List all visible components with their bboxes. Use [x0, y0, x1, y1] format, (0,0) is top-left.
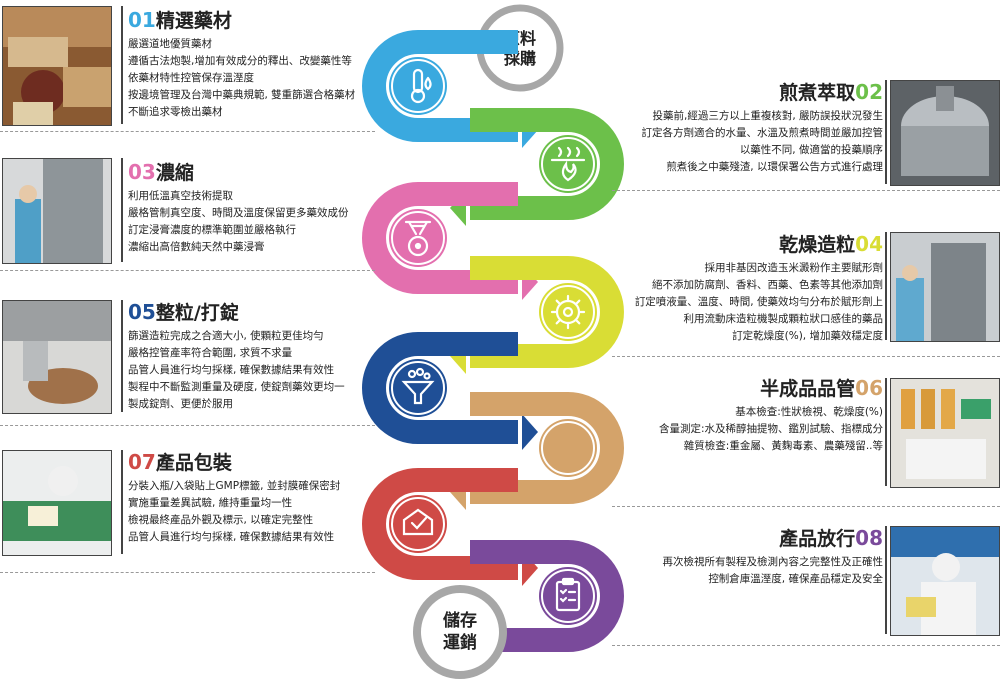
- step-number: 06: [855, 376, 883, 400]
- step-title: 01精選藥材: [128, 8, 232, 32]
- step-02: 煎煮萃取02 投藥前,經過三方以上重複核對, 嚴防誤投狀況發生訂定各方劑適合的水…: [615, 80, 884, 176]
- step-title: 07產品包裝: [128, 450, 232, 474]
- lab-test-photo: [890, 378, 1000, 488]
- gear-settings-icon: [550, 294, 586, 330]
- step-07: 07產品包裝 分裝入瓶/入袋貼上GMP標籤, 並封膜確保密封實施重量差異試驗, …: [128, 450, 378, 546]
- tablet-machine-photo: [2, 300, 112, 414]
- end-label: 儲存: [443, 610, 477, 631]
- step-05: 05整粒/打錠 篩選造粒完成之合適大小, 使顆粒更佳均勻嚴格控管產率符合範圍, …: [128, 300, 378, 413]
- step-number: 03: [128, 160, 156, 184]
- step-number: 02: [855, 80, 883, 104]
- steam-flame-icon: [550, 146, 586, 182]
- step-title: 05整粒/打錠: [128, 300, 239, 324]
- concentrator-photo: [2, 158, 112, 264]
- step-title: 產品放行08: [779, 526, 883, 550]
- divider-bar: [121, 158, 123, 262]
- step-number: 01: [128, 8, 156, 32]
- step-title: 煎煮萃取02: [779, 80, 883, 104]
- step-06: 半成品品管06 基本檢查:性狀檢視、乾燥度(%)含量測定:水及稀醇抽提物、鑑別試…: [615, 376, 883, 455]
- step-08: 產品放行08 再次檢視所有製程及檢測內容之完整性及正確性控制倉庫溫溼度, 確保產…: [615, 526, 884, 588]
- funnel-filter-icon: [401, 367, 435, 405]
- divider-bar: [885, 80, 887, 184]
- release-inspection-photo: [890, 526, 1000, 636]
- step-description: 採用非基因改造玉米澱粉作主要賦形劑絕不添加防腐劑、香料、西藥、色素等其他添加劑訂…: [634, 262, 883, 342]
- thermometer-droplet-icon: [410, 68, 432, 104]
- step-number: 04: [855, 232, 883, 256]
- check-box-icon: [402, 508, 434, 536]
- step-04: 乾燥造粒04 採用非基因改造玉米澱粉作主要賦形劑絕不添加防腐劑、香料、西藥、色素…: [615, 232, 883, 345]
- extraction-tank-photo: [890, 80, 1000, 186]
- step-5-node: [362, 332, 538, 450]
- step-4-node: [450, 256, 624, 374]
- step-description: 利用低溫真空技術提取嚴格管制真空度、時間及溫度保留更多藥效成份訂定浸膏濃度的標準…: [128, 190, 349, 253]
- step-03: 03濃縮 利用低溫真空技術提取嚴格管制真空度、時間及溫度保留更多藥效成份訂定浸膏…: [128, 160, 378, 256]
- step-01: 01精選藥材 嚴選道地優質藥材遵循古法炮製,增加有效成分的釋出、改變藥性等依藥材…: [128, 8, 378, 121]
- step-1-node: [362, 30, 538, 148]
- end-label: 運銷: [443, 632, 477, 653]
- step-6-node: [450, 392, 624, 510]
- step-number: 07: [128, 450, 156, 474]
- step-description: 投藥前,經過三方以上重複核對, 嚴防誤投狀況發生訂定各方劑適合的水量、水溫及煎煮…: [641, 110, 884, 173]
- divider-bar: [121, 300, 123, 412]
- herbs-photo: [2, 6, 112, 126]
- step-8-node: [450, 540, 624, 658]
- step-7-node: [362, 468, 538, 586]
- packaging-photo: [2, 450, 112, 556]
- divider-bar: [885, 378, 887, 486]
- step-3-node: [362, 182, 538, 300]
- divider-bar: [121, 6, 123, 124]
- divider-bar: [885, 232, 887, 340]
- step-number: 05: [128, 300, 156, 324]
- granulator-photo: [890, 232, 1000, 342]
- step-title: 半成品品管06: [760, 376, 883, 400]
- step-description: 基本檢查:性狀檢視、乾燥度(%)含量測定:水及稀醇抽提物、鑑別試驗、指標成分雜質…: [658, 406, 883, 452]
- divider-bar: [885, 526, 887, 634]
- condenser-flask-icon: [404, 220, 432, 257]
- step-description: 篩選造粒完成之合適大小, 使顆粒更佳均勻嚴格控管產率符合範圍, 求質不求量品管人…: [128, 330, 345, 410]
- step-description: 再次檢視所有製程及檢測內容之完整性及正確性控制倉庫溫溼度, 確保產品穩定及安全: [662, 556, 884, 585]
- step-title: 03濃縮: [128, 160, 194, 184]
- step-number: 08: [855, 526, 883, 550]
- step-title: 乾燥造粒04: [779, 232, 883, 256]
- clipboard-checklist-icon: [555, 577, 581, 612]
- divider-bar: [121, 450, 123, 554]
- step-description: 分裝入瓶/入袋貼上GMP標籤, 並封膜確保密封實施重量差異試驗, 維持重量均一性…: [128, 480, 341, 543]
- step-2-node: [450, 108, 624, 226]
- step-description: 嚴選道地優質藥材遵循古法炮製,增加有效成分的釋出、改變藥性等依藥材特性控管保存溫…: [128, 38, 356, 118]
